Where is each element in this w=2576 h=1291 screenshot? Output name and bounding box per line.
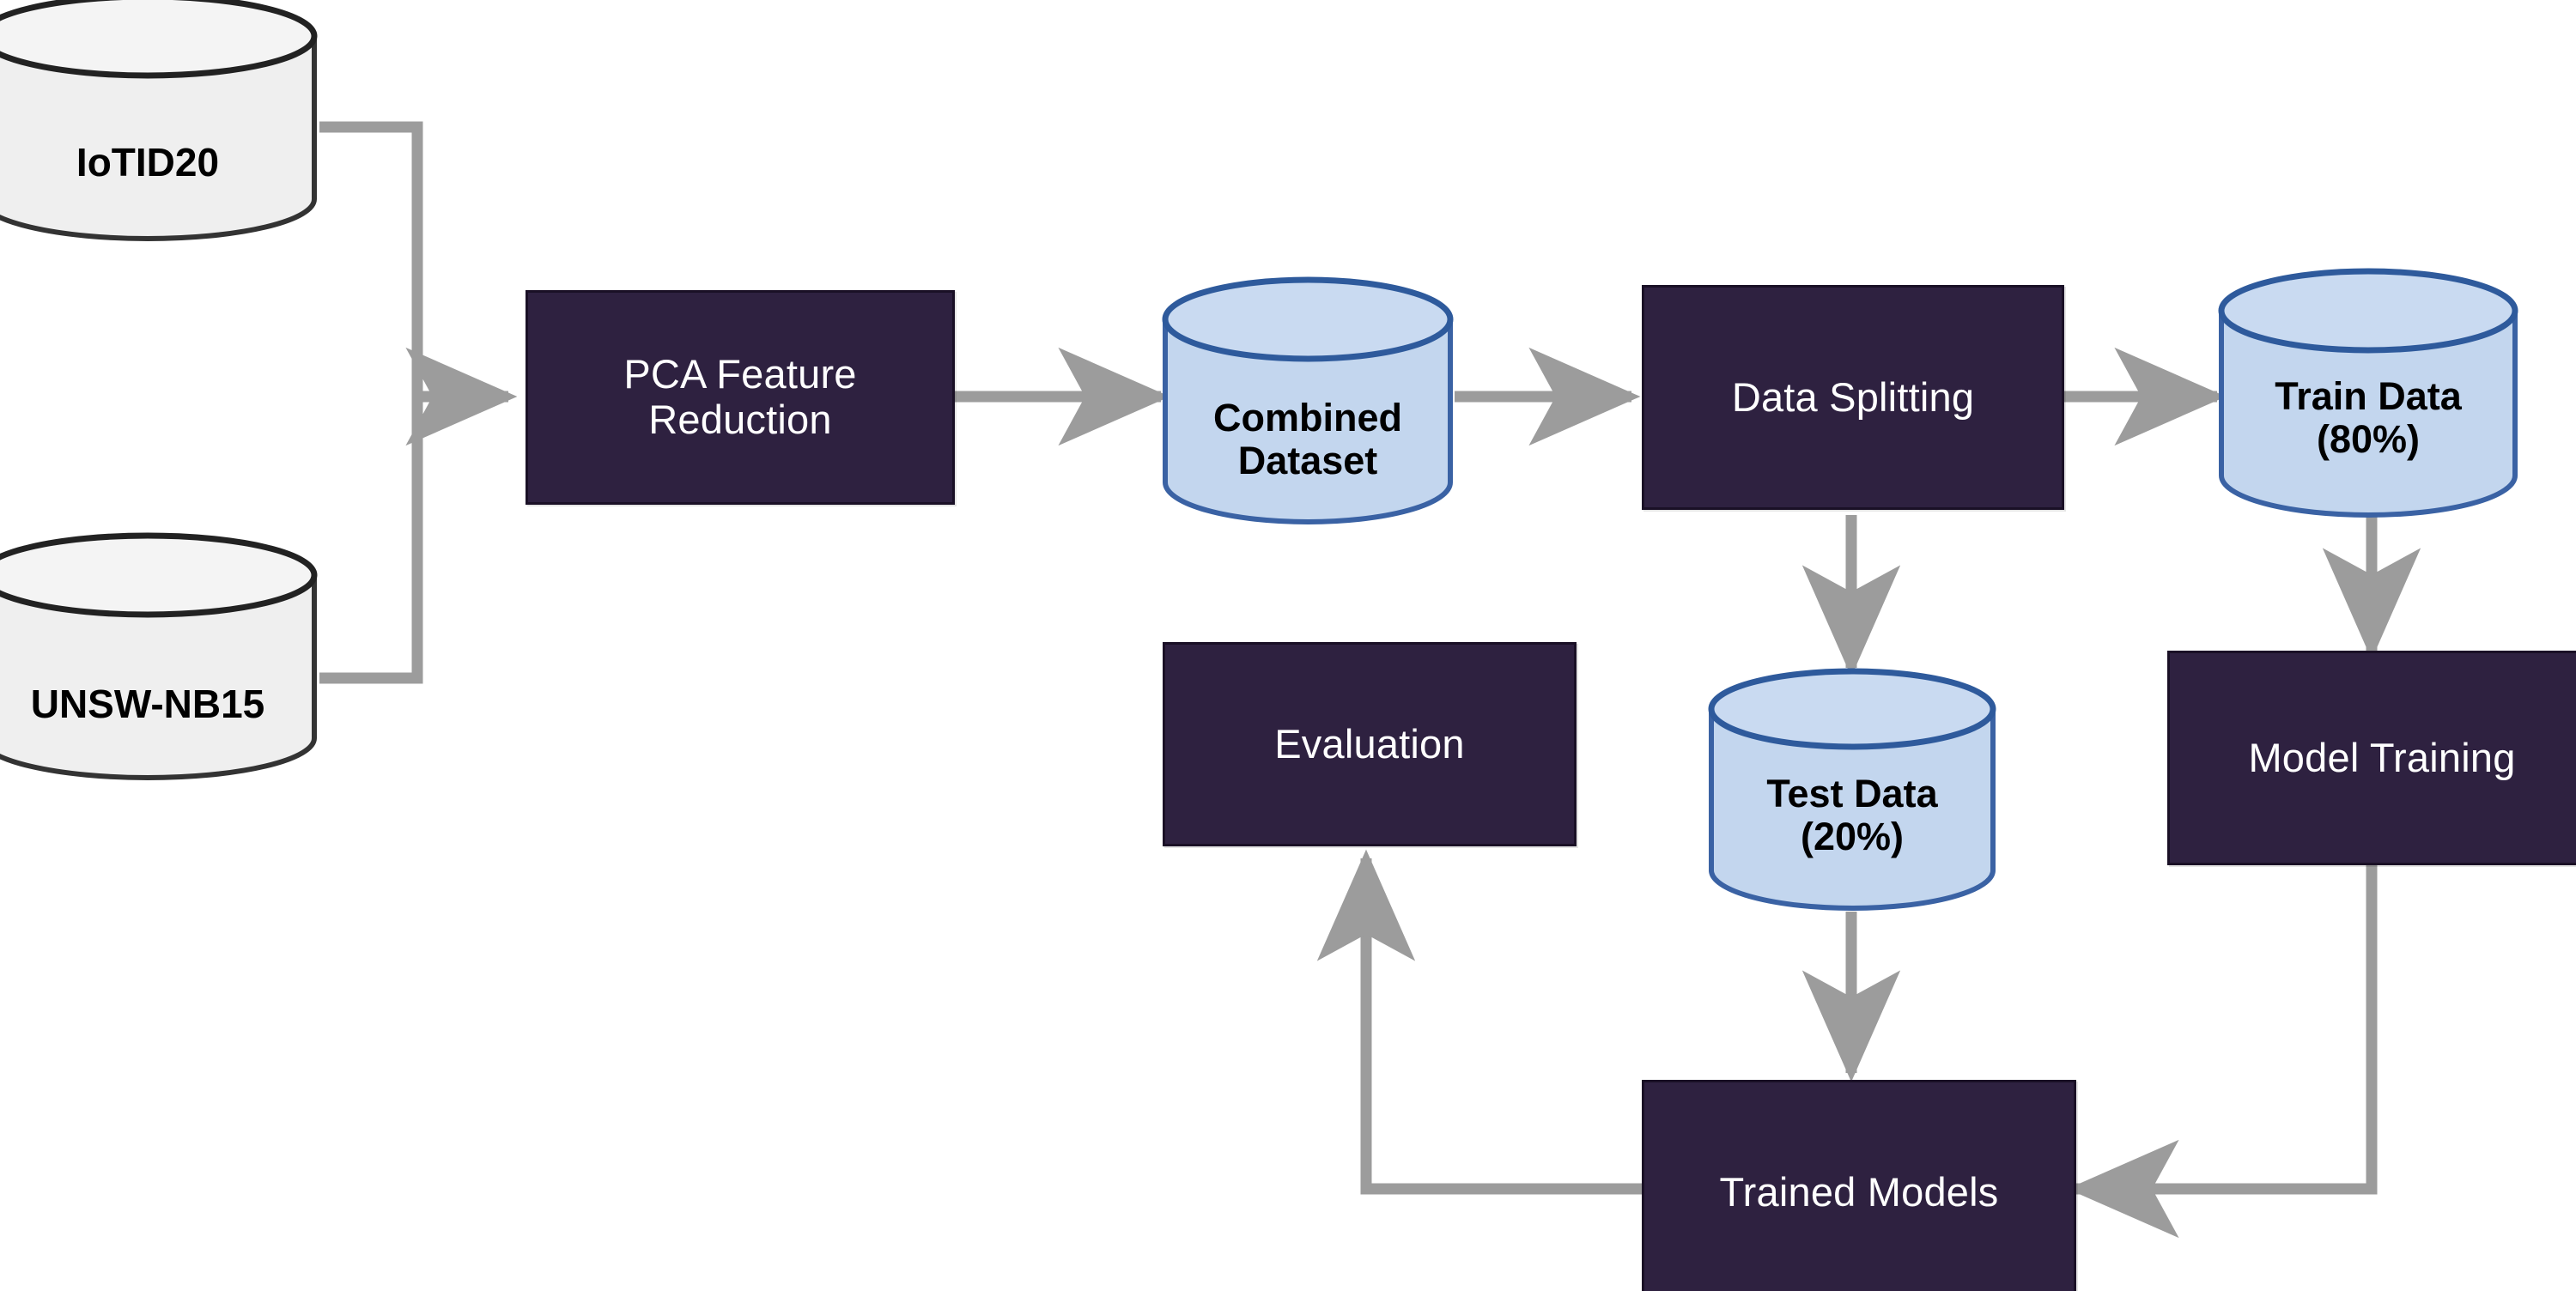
- datastore-iotid20[interactable]: IoTID20: [0, 0, 319, 242]
- process-model-training[interactable]: Model Training: [2167, 651, 2576, 865]
- edge-unsw-to-pca: [319, 397, 423, 684]
- process-pca-feature-reduction[interactable]: PCA Feature Reduction: [526, 290, 955, 505]
- process-evaluation-label: Evaluation: [1274, 720, 1465, 767]
- datastore-test-data[interactable]: Test Data (20%): [1707, 668, 1997, 912]
- process-trained-models[interactable]: Trained Models: [1642, 1080, 2076, 1291]
- process-trained-models-label: Trained Models: [1719, 1168, 1999, 1215]
- datastore-unsw-nb15[interactable]: UNSW-NB15: [0, 532, 319, 781]
- cylinder-shape-iotid20: [0, 0, 318, 241]
- cylinder-shape-test-data: [1708, 668, 1996, 911]
- process-evaluation[interactable]: Evaluation: [1163, 642, 1577, 846]
- datastore-train-data[interactable]: Train Data (80%): [2217, 268, 2519, 518]
- process-data-splitting-label: Data Splitting: [1731, 373, 1975, 420]
- cylinder-shape-combined-dataset: [1162, 276, 1454, 524]
- process-pca-label-line2: Reduction: [648, 397, 832, 442]
- process-model-training-label: Model Training: [2248, 734, 2516, 780]
- process-data-splitting[interactable]: Data Splitting: [1642, 285, 2064, 510]
- cylinder-shape-unsw-nb15: [0, 532, 318, 780]
- cylinder-shape-train-data: [2218, 268, 2518, 518]
- process-pca-label: PCA Feature Reduction: [623, 352, 856, 442]
- edge-iotid20-to-pca: [319, 121, 423, 397]
- edge-modeltraining-to-trainedmodels: [2067, 865, 2378, 1239]
- process-pca-label-line1: PCA Feature: [623, 351, 857, 397]
- datastore-combined-dataset[interactable]: Combined Dataset: [1161, 276, 1455, 525]
- edge-trainedmodels-to-evaluation: [1316, 849, 1643, 1195]
